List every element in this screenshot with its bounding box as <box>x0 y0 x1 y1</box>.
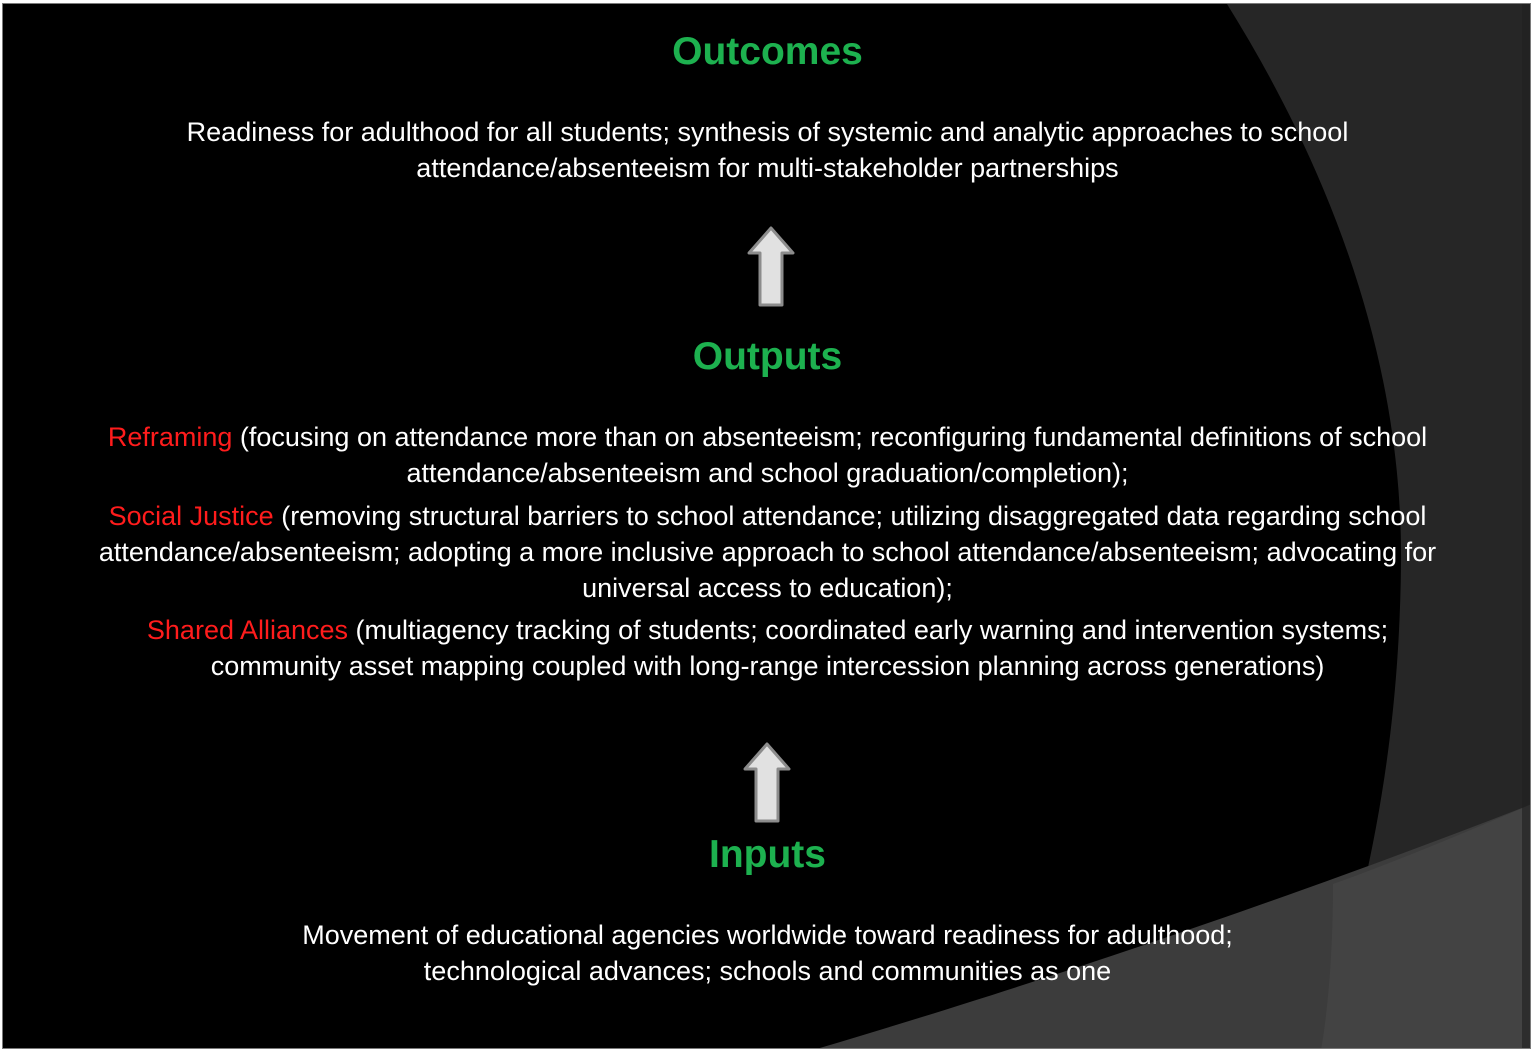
dark-arc-shape <box>1227 4 1530 1048</box>
outcomes-heading: Outcomes <box>672 30 863 73</box>
shared-alliances-line-2: community asset mapping coupled with lon… <box>210 651 1325 681</box>
outcomes-line-1: Readiness for adulthood for all students… <box>186 117 1349 147</box>
shared-alliances-label: Shared Alliances <box>146 615 349 645</box>
social-justice-line-1: Social Justice (removing structural barr… <box>3 498 1530 534</box>
social-justice-text: (removing structural barriers to school … <box>273 501 1427 531</box>
outputs-item-social-justice: Social Justice (removing structural barr… <box>3 498 1530 606</box>
reframing-label: Reframing <box>107 422 233 452</box>
outputs-item-reframing: Reframing (focusing on attendance more t… <box>23 419 1512 491</box>
inputs-heading: Inputs <box>709 833 826 876</box>
up-arrow-icon <box>743 742 791 823</box>
up-arrow-icon <box>747 226 795 307</box>
outputs-heading: Outputs <box>692 335 843 378</box>
slide: Outcomes Readiness for adulthood for all… <box>2 3 1531 1049</box>
outputs-item-shared-alliances: Shared Alliances (multiagency tracking o… <box>3 612 1530 684</box>
shared-alliances-text: (multiagency tracking of students; coord… <box>348 615 1389 645</box>
inputs-line-2: technological advances; schools and comm… <box>423 956 1112 986</box>
reframing-text: (focusing on attendance more than on abs… <box>232 422 1428 452</box>
social-justice-label: Social Justice <box>108 501 274 531</box>
reframing-line-1: Reframing (focusing on attendance more t… <box>23 419 1512 455</box>
inputs-description: Movement of educational agencies worldwi… <box>3 917 1530 989</box>
background-curves <box>819 4 1530 1048</box>
social-justice-line-3: universal access to education); <box>582 573 953 603</box>
inputs-line-1: Movement of educational agencies worldwi… <box>302 920 1233 950</box>
outcomes-line-2: attendance/absenteeism for multi-stakeho… <box>416 153 1119 183</box>
overlap-shape <box>1321 804 1530 1048</box>
shared-alliances-line-1: Shared Alliances (multiagency tracking o… <box>3 612 1530 648</box>
outcomes-description: Readiness for adulthood for all students… <box>3 114 1530 186</box>
social-justice-line-2: attendance/absenteeism; adopting a more … <box>98 537 1437 567</box>
reframing-line-2: attendance/absenteeism and school gradua… <box>406 458 1129 488</box>
right-edge-strip <box>1522 4 1530 1048</box>
